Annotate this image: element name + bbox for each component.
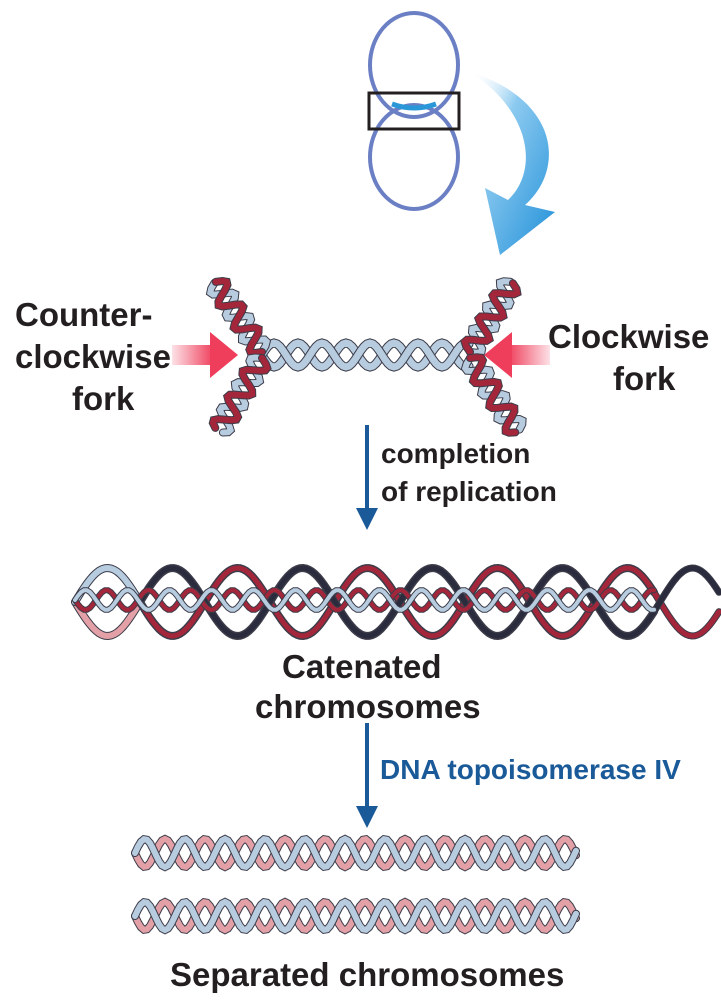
zoom-arrow xyxy=(470,72,555,255)
catenated-label-1: Catenated xyxy=(282,648,442,685)
replication-forks xyxy=(205,276,527,437)
separated-top-helix-strand-b xyxy=(132,835,579,871)
catenated-inner-twist-strand-b xyxy=(73,588,656,612)
plasmid-figure xyxy=(367,11,461,211)
right-up-arm-strand-b xyxy=(461,280,521,355)
counterclockwise-label-3: fork xyxy=(72,380,135,417)
clockwise-fork-arrow xyxy=(484,332,550,378)
fork-center-helix-strand-b xyxy=(258,339,473,371)
right-down-arm-strand-b xyxy=(467,354,519,436)
topoisomerase-arrow xyxy=(356,723,378,828)
catenated-label-2: chromosomes xyxy=(255,688,481,725)
counterclockwise-label-2: clockwise xyxy=(15,338,171,375)
separated-label: Separated chromosomes xyxy=(170,956,565,993)
clockwise-label-2: fork xyxy=(613,360,676,397)
catenated-duplex-dark-strand-a xyxy=(137,565,721,639)
catenated-chromosomes xyxy=(71,563,721,641)
completion-label-1: completion xyxy=(381,438,531,469)
counterclockwise-label-1: Counter- xyxy=(15,296,153,333)
completion-arrow xyxy=(356,425,378,530)
counterclockwise-fork-arrow xyxy=(172,332,238,378)
left-up-arm-strand-b xyxy=(212,277,265,357)
fork-center-helix-strand-a xyxy=(258,339,473,371)
left-down-arm-strand-b xyxy=(209,355,271,431)
catenated-duplex-dark-strand-b xyxy=(137,565,721,639)
clockwise-label-1: Clockwise xyxy=(548,318,710,355)
separated-chromosomes xyxy=(131,834,580,935)
topoisomerase-label: DNA topoisomerase IV xyxy=(380,754,681,785)
completion-label-2: of replication xyxy=(381,476,557,507)
zoom-box xyxy=(367,91,461,131)
separated-bottom-helix-strand-b xyxy=(132,898,579,934)
